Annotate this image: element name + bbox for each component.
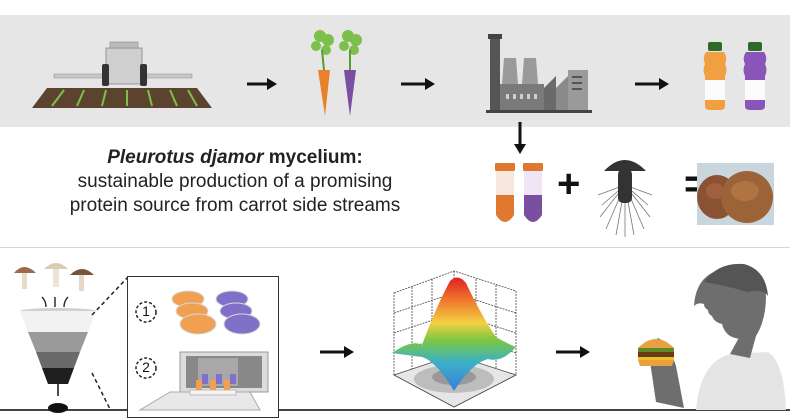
section-divider <box>0 247 790 248</box>
small-arrows-icon <box>41 296 69 308</box>
mycelium-mushroom-icon <box>597 160 653 237</box>
headline-subtitle-2: protein source from carrot side streams <box>69 195 401 216</box>
mycelium-product-photo <box>697 163 774 225</box>
mushrooms-icon <box>14 263 94 291</box>
figure-headline: Pleurotus djamor mycelium: sustainable p… <box>20 146 450 218</box>
carrots-icon <box>311 30 362 116</box>
incubator-shaker-icon <box>138 351 269 411</box>
step-2-badge <box>135 357 157 379</box>
plus-sign: + <box>557 162 581 206</box>
field-sprayer-icon <box>32 41 212 108</box>
headline-subtitle-1: sustainable production of a promising <box>77 171 393 192</box>
headline-title: Pleurotus djamor mycelium: <box>20 146 450 170</box>
culture-tubes-icon <box>495 163 543 222</box>
arrow-right-icon <box>556 346 590 358</box>
step-1-badge <box>135 301 157 323</box>
arrow-right-icon <box>635 78 669 90</box>
step-2-number: 2 <box>142 359 150 375</box>
arrow-right-icon <box>401 78 435 90</box>
zoom-connector-lines <box>91 276 129 410</box>
burger-icon <box>638 339 674 366</box>
petri-dishes-icon <box>171 290 261 335</box>
response-surface-plot-icon <box>392 270 518 408</box>
arrow-right-icon <box>247 78 277 90</box>
step-1-number: 1 <box>142 303 150 319</box>
headline-title-rest: mycelium: <box>263 147 363 168</box>
person-eating-burger-icon <box>638 263 786 410</box>
species-name: Pleurotus djamor <box>107 147 264 168</box>
juice-bottles-icon <box>703 42 767 110</box>
arrow-right-icon <box>320 346 354 358</box>
arrow-down-icon <box>514 122 526 154</box>
factory-icon <box>486 34 592 113</box>
bottom-border <box>0 409 790 411</box>
funnel-icon <box>20 308 96 413</box>
